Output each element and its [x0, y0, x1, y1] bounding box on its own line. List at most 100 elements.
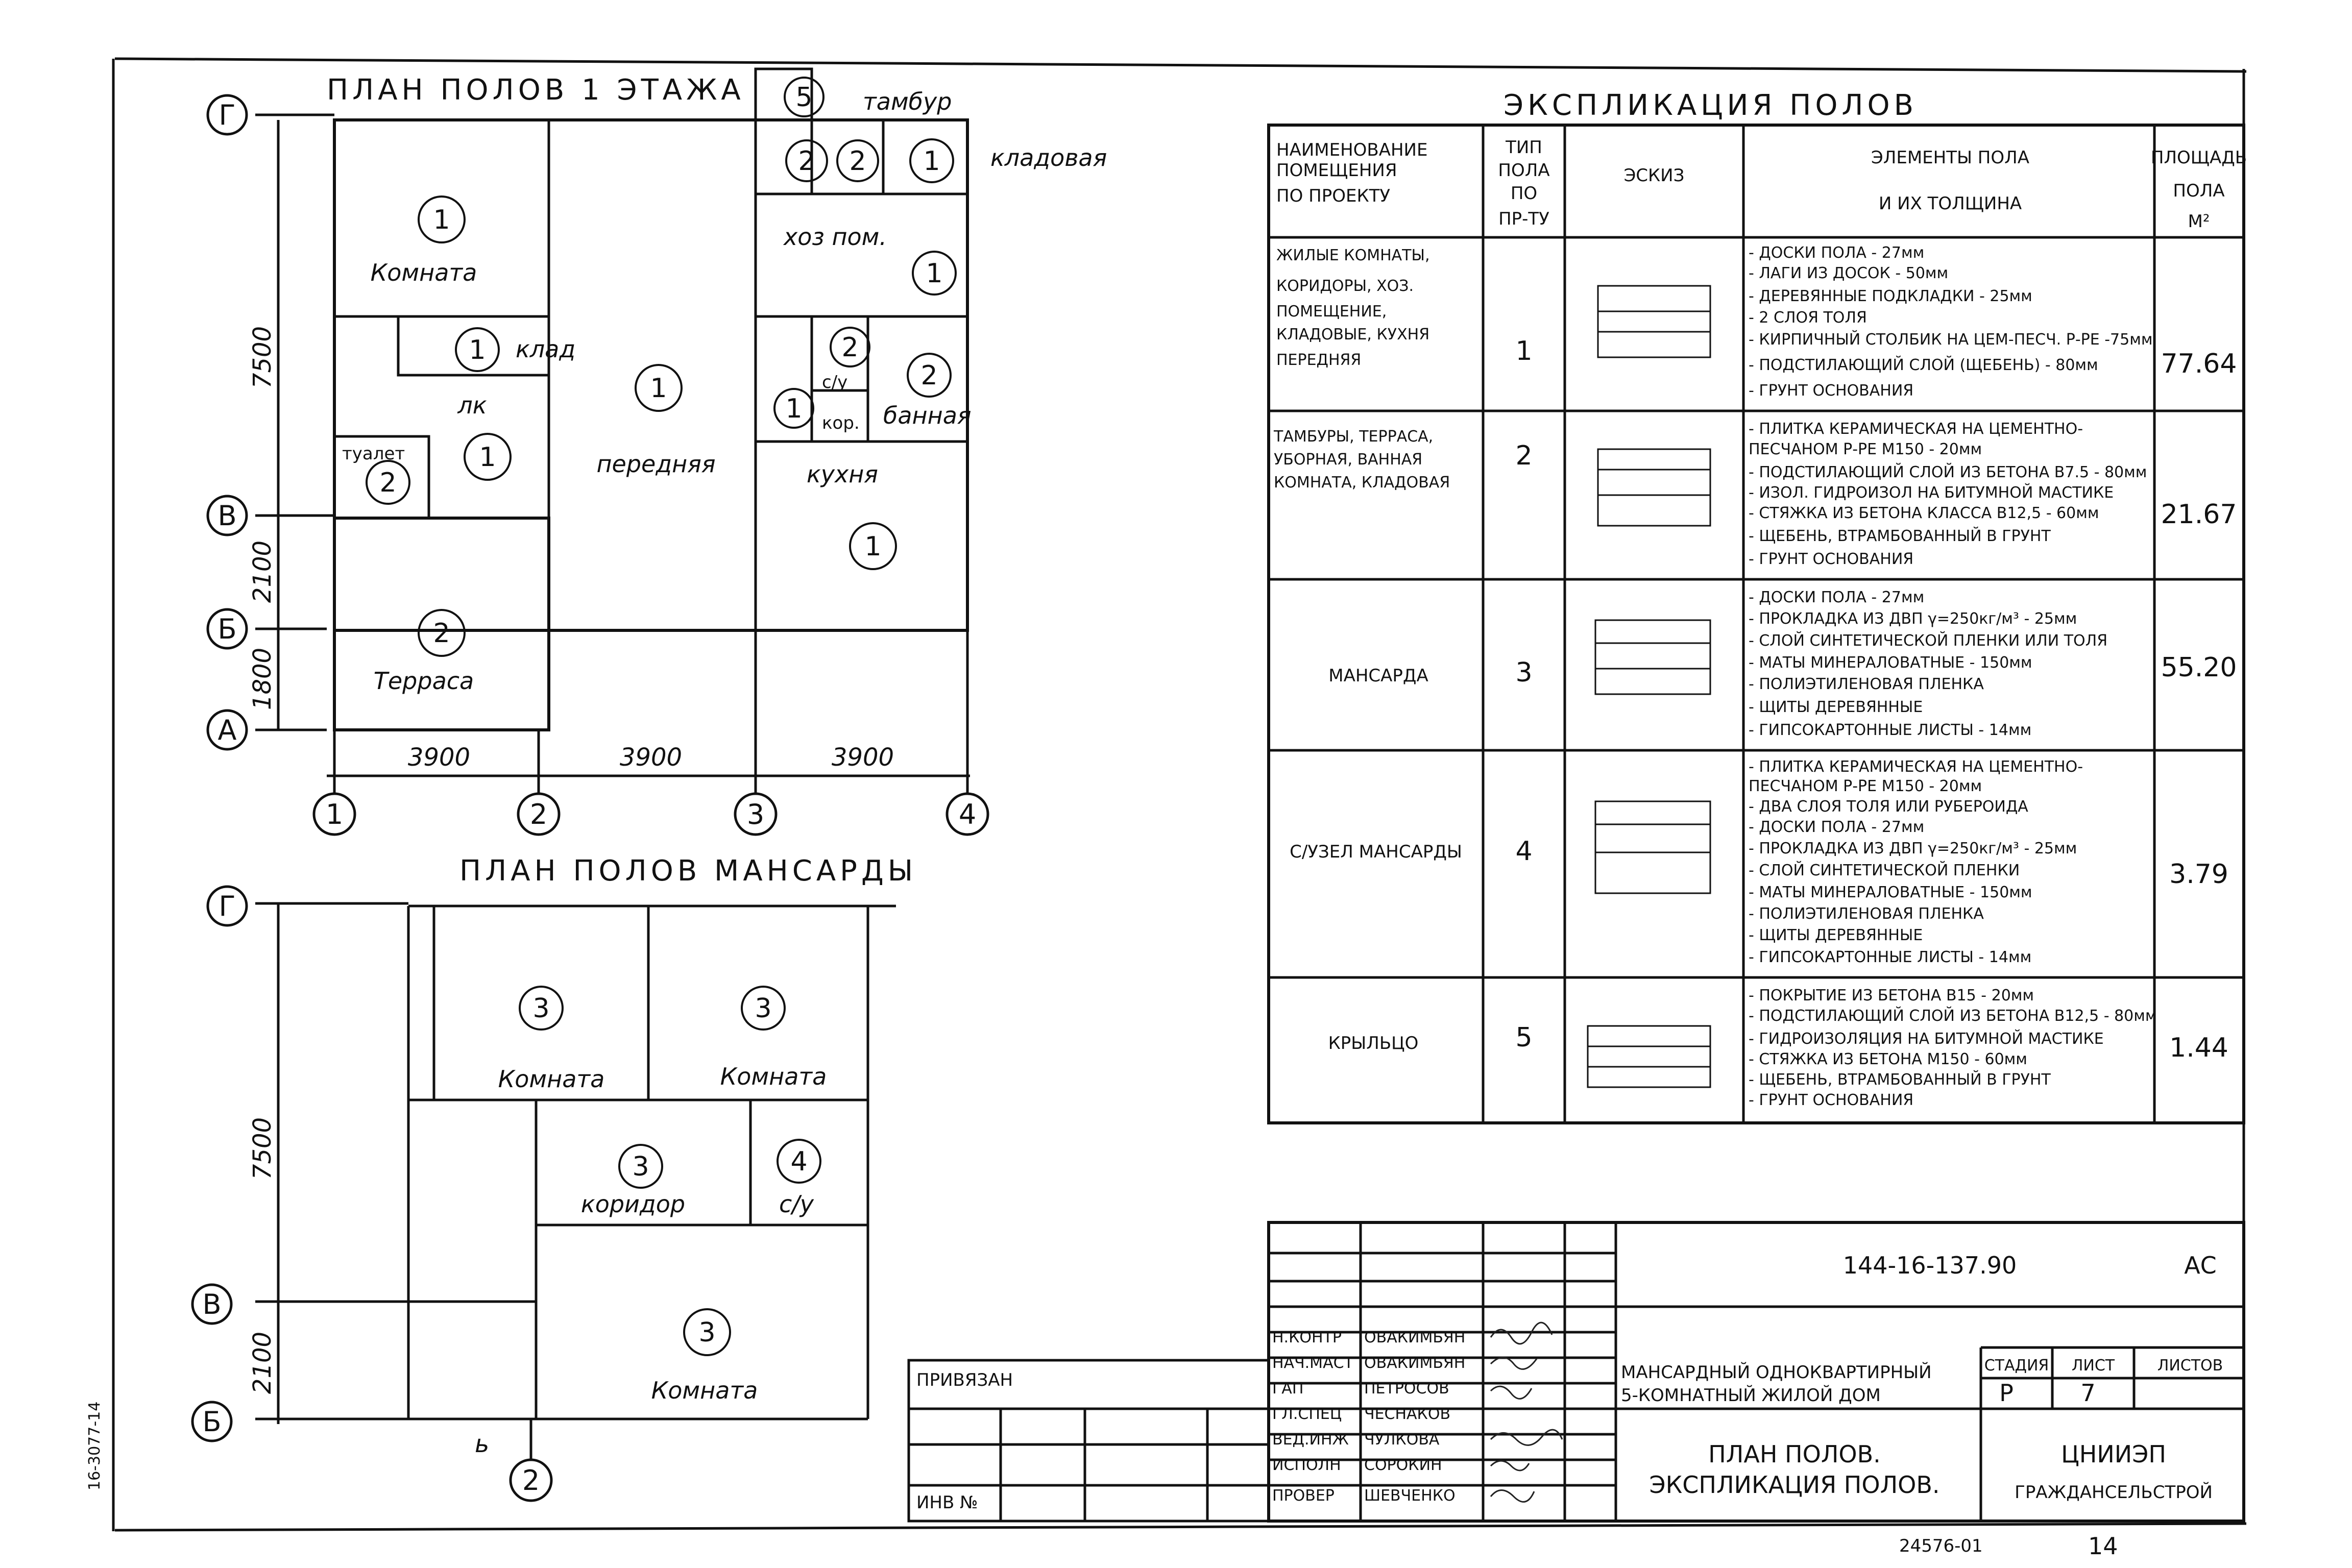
- room-terrasa: Терраса: [374, 667, 474, 695]
- stamp-privyazan: ПРИВЯЗАН: [916, 1370, 1013, 1390]
- stamp-sheet-title-1: ПЛАН ПОЛОВ.: [1708, 1440, 1881, 1468]
- first-floor-col-axes: 1 2 3 4: [312, 792, 989, 836]
- row-area: 1.44: [2169, 1033, 2228, 1063]
- row-name-line: ЖИЛЫЕ КОМНАТЫ,: [1276, 247, 1429, 264]
- dim-7500: 7500: [248, 326, 277, 388]
- table-row: МАНСАРДА 3 - ДОСКИ ПОЛА - 27мм - ПРОКЛАД…: [1328, 589, 2237, 739]
- stamp-person: ПЕТРОСОВ: [1364, 1380, 1449, 1398]
- hdr-area-3: М²: [2188, 211, 2210, 232]
- mark-perednyaya: 1: [650, 373, 667, 404]
- stamp-person: ОВАКИМЬЯН: [1364, 1354, 1465, 1372]
- axis-3: 3: [747, 798, 764, 830]
- mark-tambur-a: 2: [798, 146, 815, 177]
- stamp-project-1: МАНСАРДНЫЙ ОДНОКВАРТИРНЫЙ: [1621, 1362, 1932, 1383]
- axis-a: А: [218, 714, 237, 746]
- stamp-series: АС: [2184, 1252, 2217, 1279]
- stamp-person: ОВАКИМЬЯН: [1364, 1329, 1465, 1346]
- mark-tambur-b: 2: [849, 146, 866, 177]
- row-element: - ПОДСТИЛАЮЩИЙ СЛОЙ ИЗ БЕТОНА В12,5 - 80…: [1749, 1007, 2157, 1025]
- row-name-line: ПЕРЕДНЯЯ: [1276, 351, 1361, 369]
- mark-lk: 1: [479, 442, 496, 473]
- m-mark-komnata3: 3: [698, 1317, 715, 1348]
- mark-komnata: 1: [433, 205, 450, 235]
- stamp-code: 144-16-137.90: [1843, 1252, 2017, 1279]
- row-element: - 2 СЛОЯ ТОЛЯ: [1749, 309, 1867, 327]
- m-room-komnata3: Комната: [651, 1377, 758, 1404]
- m-axis-v: В: [202, 1288, 221, 1320]
- m-dim-7500: 7500: [248, 1117, 277, 1180]
- first-floor-title: ПЛАН ПОЛОВ 1 ЭТАЖА: [327, 74, 745, 107]
- mark-su: 2: [841, 332, 858, 363]
- row-element: - ДОСКИ ПОЛА - 27мм: [1749, 244, 1924, 262]
- mark-kor: 1: [785, 394, 802, 424]
- row-element: - ГРУНТ ОСНОВАНИЯ: [1749, 1091, 1913, 1109]
- row-element: - ПОЛИЭТИЛЕНОВАЯ ПЛЕНКА: [1749, 905, 1984, 923]
- footer-page: 14: [2088, 1532, 2118, 1560]
- m-dim-bottom: ь: [475, 1430, 489, 1458]
- row-element: - ПЛИТКА КЕРАМИЧЕСКАЯ НА ЦЕМЕНТНО-: [1749, 420, 2083, 438]
- row-element: - ГИПСОКАРТОННЫЕ ЛИСТЫ - 14мм: [1749, 948, 2031, 966]
- stamp-org-2: ГРАЖДАНСЕЛЬСТРОЙ: [2015, 1482, 2213, 1503]
- room-perednyaya: передняя: [596, 450, 715, 478]
- hdr-elements-2: И ИХ ТОЛЩИНА: [1879, 193, 2022, 214]
- row-element: - ИЗОЛ. ГИДРОИЗОЛ НА БИТУМНОЙ МАСТИКЕ: [1749, 483, 2114, 502]
- dim-3900-b: 3900: [620, 743, 682, 772]
- row-name-line: КРЫЛЬЦО: [1328, 1033, 1419, 1054]
- stamp-role: НАЧ.МАСТ: [1272, 1354, 1354, 1372]
- stamp-person: СОРОКИН: [1364, 1456, 1442, 1474]
- row-element: - ПРОКЛАДКА ИЗ ДВП γ=250кг/м³ - 25мм: [1749, 840, 2077, 857]
- row-element: - ДОСКИ ПОЛА - 27мм: [1749, 818, 1924, 836]
- stamp-project-2: 5-КОМНАТНЫЙ ЖИЛОЙ ДОМ: [1621, 1385, 1881, 1406]
- m-room-komnata2: Комната: [720, 1063, 827, 1090]
- row-element: - КИРПИЧНЫЙ СТОЛБИК НА ЦЕМ-ПЕСЧ. Р-РЕ -7…: [1749, 330, 2153, 349]
- explication-headers: НАИМЕНОВАНИЕ ПОМЕЩЕНИЯ ПО ПРОЕКТУ ТИП ПО…: [1276, 137, 2247, 232]
- room-su: с/у: [822, 372, 847, 393]
- row-name-line: ТАМБУРЫ, ТЕРРАСА,: [1273, 428, 1433, 446]
- row-area: 21.67: [2161, 499, 2237, 530]
- stamp-role: ГЛ.СПЕЦ: [1272, 1405, 1342, 1423]
- row-type: 1: [1515, 336, 1532, 366]
- row-element: - ЩИТЫ ДЕРЕВЯННЫЕ: [1749, 698, 1923, 716]
- row-element: - ГРУНТ ОСНОВАНИЯ: [1749, 382, 1913, 400]
- row-name-line: УБОРНАЯ, ВАННАЯ: [1274, 451, 1422, 469]
- hdr-type-1: ТИП: [1505, 137, 1542, 158]
- mark-tualet: 2: [379, 468, 396, 498]
- stamp-role: ВЕД.ИНЖ: [1272, 1431, 1349, 1449]
- dim-2100: 2100: [248, 541, 277, 603]
- table-row: КРЫЛЬЦО 5 - ПОКРЫТИЕ ИЗ БЕТОНА В15 - 20м…: [1328, 987, 2228, 1109]
- row-name-line: С/УЗЕЛ МАНСАРДЫ: [1290, 842, 1462, 862]
- row-element: - МАТЫ МИНЕРАЛОВАТНЫЕ - 150мм: [1749, 654, 2032, 672]
- stamp-sheet-title-2: ЭКСПЛИКАЦИЯ ПОЛОВ.: [1649, 1471, 1939, 1499]
- hdr-name-3: ПО ПРОЕКТУ: [1276, 186, 1390, 206]
- dim-1800: 1800: [248, 648, 277, 710]
- row-element: - ЩИТЫ ДЕРЕВЯННЫЕ: [1749, 926, 1923, 944]
- stamp-role: Н.КОНТР: [1272, 1329, 1342, 1346]
- row-name-line: МАНСАРДА: [1328, 666, 1428, 686]
- m-axis-2: 2: [522, 1464, 540, 1497]
- hdr-type-3: ПО: [1511, 183, 1537, 204]
- row-type: 4: [1515, 836, 1532, 867]
- room-kladovaya: кладовая: [990, 144, 1107, 172]
- stamp-list: 7: [2080, 1379, 2095, 1407]
- stamp-person: ЧЕСНАКОВ: [1364, 1405, 1450, 1423]
- row-element: - ПРОКЛАДКА ИЗ ДВП γ=250кг/м³ - 25мм: [1749, 610, 2077, 628]
- row-element: - МАТЫ МИНЕРАЛОВАТНЫЕ - 150мм: [1749, 884, 2032, 901]
- m-dim-2100: 2100: [248, 1332, 277, 1394]
- room-tualet: туалет: [342, 444, 405, 464]
- mark-terrasa: 2: [433, 618, 450, 649]
- stamp-org-1: ЦНИИЭП: [2061, 1440, 2166, 1468]
- axis-g: Г: [219, 99, 236, 131]
- m-mark-komnata2: 3: [755, 993, 771, 1024]
- row-element: ПЕСЧАНОМ Р-РЕ М150 - 20мм: [1749, 440, 1982, 458]
- axis-b: Б: [217, 613, 236, 645]
- table-row: ТАМБУРЫ, ТЕРРАСА, УБОРНАЯ, ВАННАЯ КОМНАТ…: [1273, 420, 2237, 568]
- stamp-lists-h: ЛИСТОВ: [2157, 1357, 2223, 1375]
- m-axis-g: Г: [219, 890, 236, 922]
- table-row: С/УЗЕЛ МАНСАРДЫ 4 - ПЛИТКА КЕРАМИЧЕСКАЯ …: [1290, 758, 2228, 966]
- m-mark-su: 4: [790, 1146, 807, 1177]
- stamp-list-h: ЛИСТ: [2072, 1357, 2115, 1375]
- stamp-stage-h: СТАДИЯ: [1984, 1357, 2049, 1375]
- first-floor-row-axes: Г В Б А: [206, 94, 248, 751]
- m-mark-koridor: 3: [632, 1152, 649, 1182]
- stamp-role: ПРОВЕР: [1272, 1487, 1335, 1505]
